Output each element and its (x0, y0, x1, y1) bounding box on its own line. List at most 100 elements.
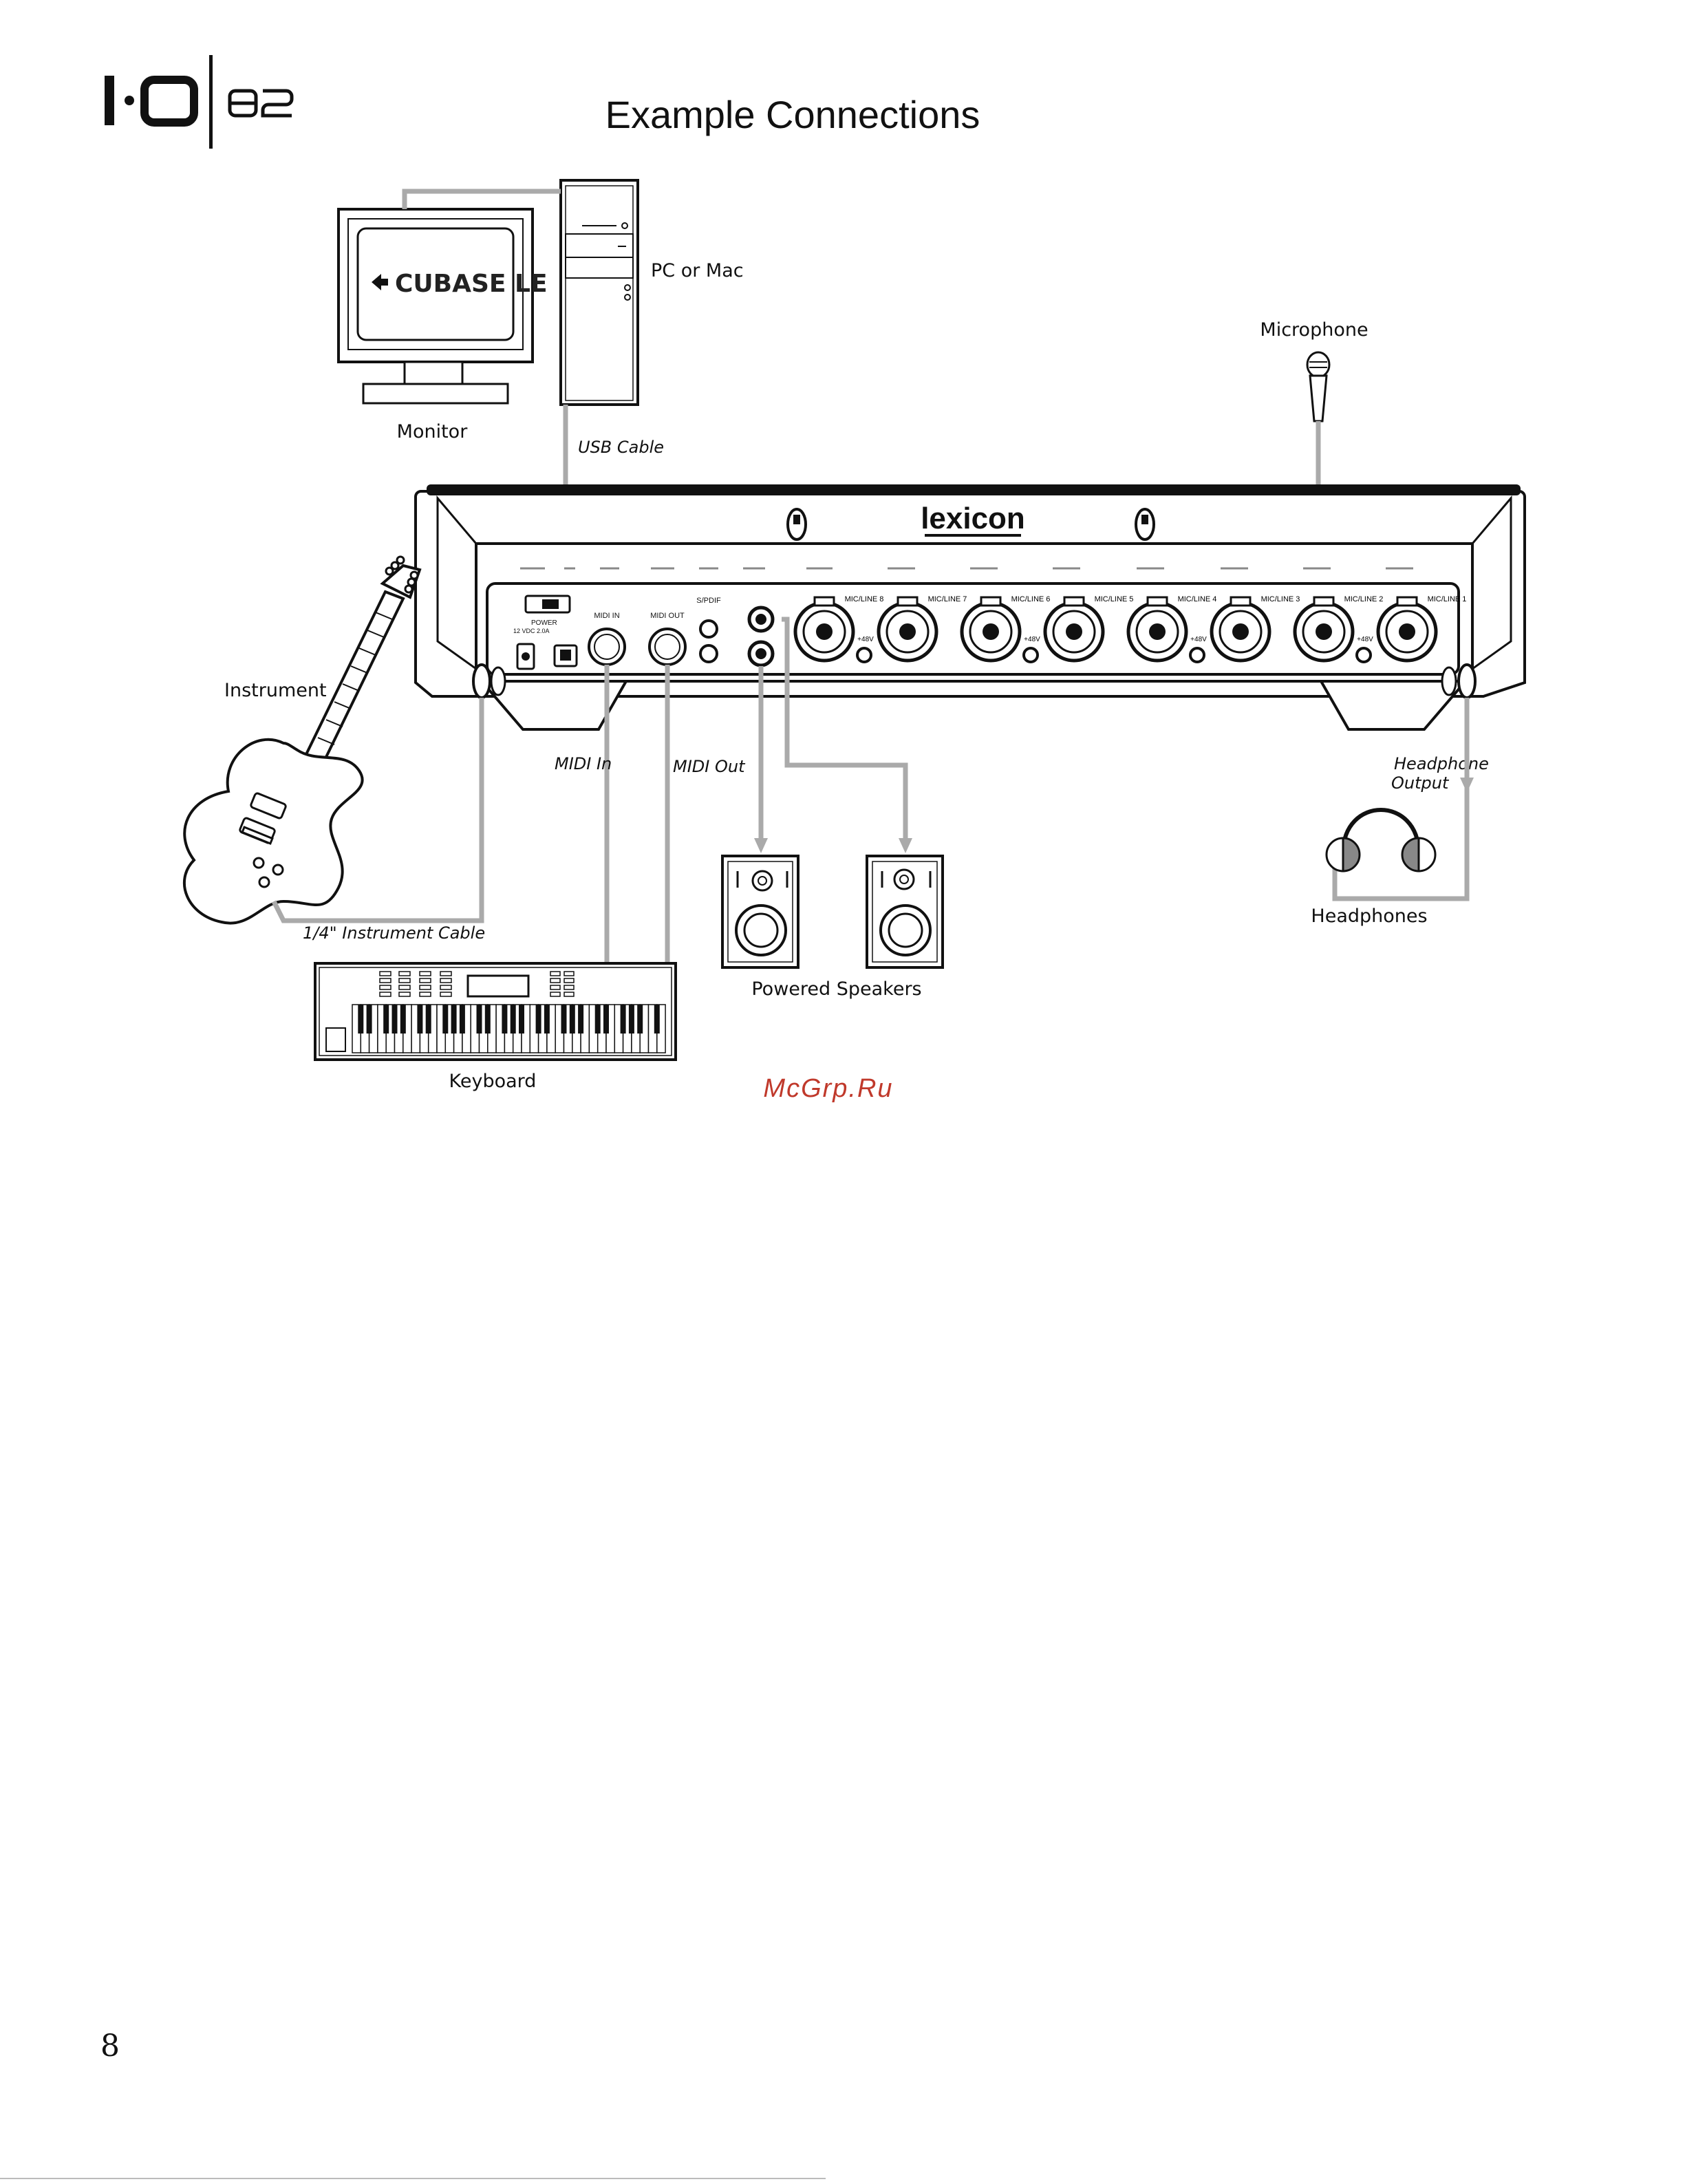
speaker-left (721, 855, 799, 969)
keyboard-black-key (366, 1005, 372, 1034)
keyboard-black-key (561, 1005, 567, 1034)
phantom-label: +48V (857, 636, 874, 643)
mic-line-label: MIC/LINE 1 (1428, 595, 1467, 603)
keyboard-button (440, 985, 452, 990)
phantom-label: +48V (1190, 636, 1207, 643)
watermark: McGrp.Ru (763, 1074, 893, 1103)
combo-jack-4: MIC/LINE 4+48V (1126, 595, 1216, 663)
keyboard-black-key (628, 1005, 634, 1034)
keyboard-button (398, 971, 411, 976)
monitor-screen-text: CUBASE LE (395, 270, 548, 298)
keyboard-black-key (484, 1005, 491, 1034)
keyboard-button (379, 985, 391, 990)
keyboard-black-key (654, 1005, 660, 1034)
speaker-right (866, 855, 944, 969)
mic-line-label: MIC/LINE 5 (1095, 595, 1134, 603)
speaker-right-cable (782, 617, 908, 844)
keyboard-black-key (358, 1005, 364, 1034)
keyboard-button (419, 985, 431, 990)
mic-line-label: MIC/LINE 2 (1344, 595, 1384, 603)
headphone-output-label-1: Headphone (1394, 754, 1489, 773)
combo-jack-5: MIC/LINE 5 (1043, 595, 1134, 663)
mic-line-label: MIC/LINE 3 (1261, 595, 1300, 603)
page-number: 8 (100, 2028, 120, 2064)
guitar (182, 555, 422, 925)
mic-line-label: MIC/LINE 8 (845, 595, 884, 603)
keyboard-button (564, 978, 575, 983)
keyboard-button (564, 971, 575, 976)
keyboard-button (398, 978, 411, 983)
keyboard-black-key (569, 1005, 575, 1034)
microphone-label: Microphone (1260, 319, 1368, 341)
phantom-label: +48V (1024, 636, 1040, 643)
midi-in-port-label: MIDI IN (594, 612, 619, 620)
keyboard-black-key (544, 1005, 550, 1034)
keyboard-button (440, 992, 452, 997)
keyboard-button (419, 978, 431, 983)
midi-in-label: MIDI In (555, 754, 612, 773)
keyboard-black-key (578, 1005, 584, 1034)
spdif-port-label: S/PDIF (696, 597, 721, 605)
keyboard-button (550, 985, 561, 990)
keyboard-black-key (535, 1005, 541, 1034)
monitor-label: Monitor (397, 421, 469, 442)
interface-brand: lexicon (921, 502, 1025, 535)
keyboard-button (419, 992, 431, 997)
keyboard-button (564, 985, 575, 990)
midi-out-label: MIDI Out (673, 757, 746, 776)
combo-jack-2: MIC/LINE 2 +48V (1293, 595, 1384, 663)
pc-label: PC or Mac (651, 260, 744, 281)
keyboard-button (379, 971, 391, 976)
keyboard-black-key (603, 1005, 609, 1034)
headphone-output-label-2: Output (1391, 773, 1450, 793)
usb-cable-label: USB Cable (578, 438, 664, 457)
keyboard-button (564, 992, 575, 997)
keyboard-button (440, 971, 452, 976)
keyboard-black-key (442, 1005, 449, 1034)
combo-jack-8: MIC/LINE 8 +48V (793, 595, 884, 663)
keyboard-black-key (594, 1005, 601, 1034)
combo-jack-6: MIC/LINE 6 +48V (960, 595, 1051, 663)
keyboard-button (398, 985, 411, 990)
keyboard-black-key (637, 1005, 643, 1034)
keyboard-black-key (459, 1005, 465, 1034)
keyboard-button (398, 992, 411, 997)
power-label: POWER (531, 619, 557, 627)
keyboard-black-key (502, 1005, 508, 1034)
instrument-cable (271, 698, 484, 923)
instrument-label: Instrument (224, 680, 327, 701)
keyboard-black-key (510, 1005, 516, 1034)
keyboard-black-key (451, 1005, 457, 1034)
keyboard-button (379, 992, 391, 997)
keyboard-black-key (383, 1005, 389, 1034)
page-title: Example Connections (605, 93, 980, 136)
speakers-label: Powered Speakers (751, 978, 921, 1000)
keyboard-label: Keyboard (449, 1071, 537, 1092)
keyboard-black-key (620, 1005, 626, 1034)
headphones (1325, 808, 1437, 872)
combo-jack-3: MIC/LINE 3 (1210, 595, 1300, 663)
keyboard-button (550, 992, 561, 997)
phantom-label: +48V (1357, 636, 1373, 643)
combo-jack-1: MIC/LINE 1 (1376, 595, 1467, 663)
monitor (337, 208, 534, 405)
headphone-cable (1332, 698, 1470, 901)
midi-keyboard (314, 962, 677, 1061)
headphones-label: Headphones (1311, 906, 1427, 927)
keyboard-black-key (417, 1005, 423, 1034)
combo-jack-7: MIC/LINE 7 (877, 595, 967, 663)
keyboard-button (550, 971, 561, 976)
midi-out-port-label: MIDI OUT (650, 612, 685, 620)
power-spec: 12 VDC 2.0A (513, 628, 550, 634)
keyboard-black-key (425, 1005, 431, 1034)
microphone (1306, 351, 1331, 422)
keyboard-button (379, 978, 391, 983)
io82-logo (105, 55, 294, 149)
instrument-cable-label: 1/4" Instrument Cable (303, 923, 485, 943)
keyboard-black-key (400, 1005, 406, 1034)
mic-line-label: MIC/LINE 6 (1011, 595, 1051, 603)
keyboard-black-key (519, 1005, 524, 1034)
